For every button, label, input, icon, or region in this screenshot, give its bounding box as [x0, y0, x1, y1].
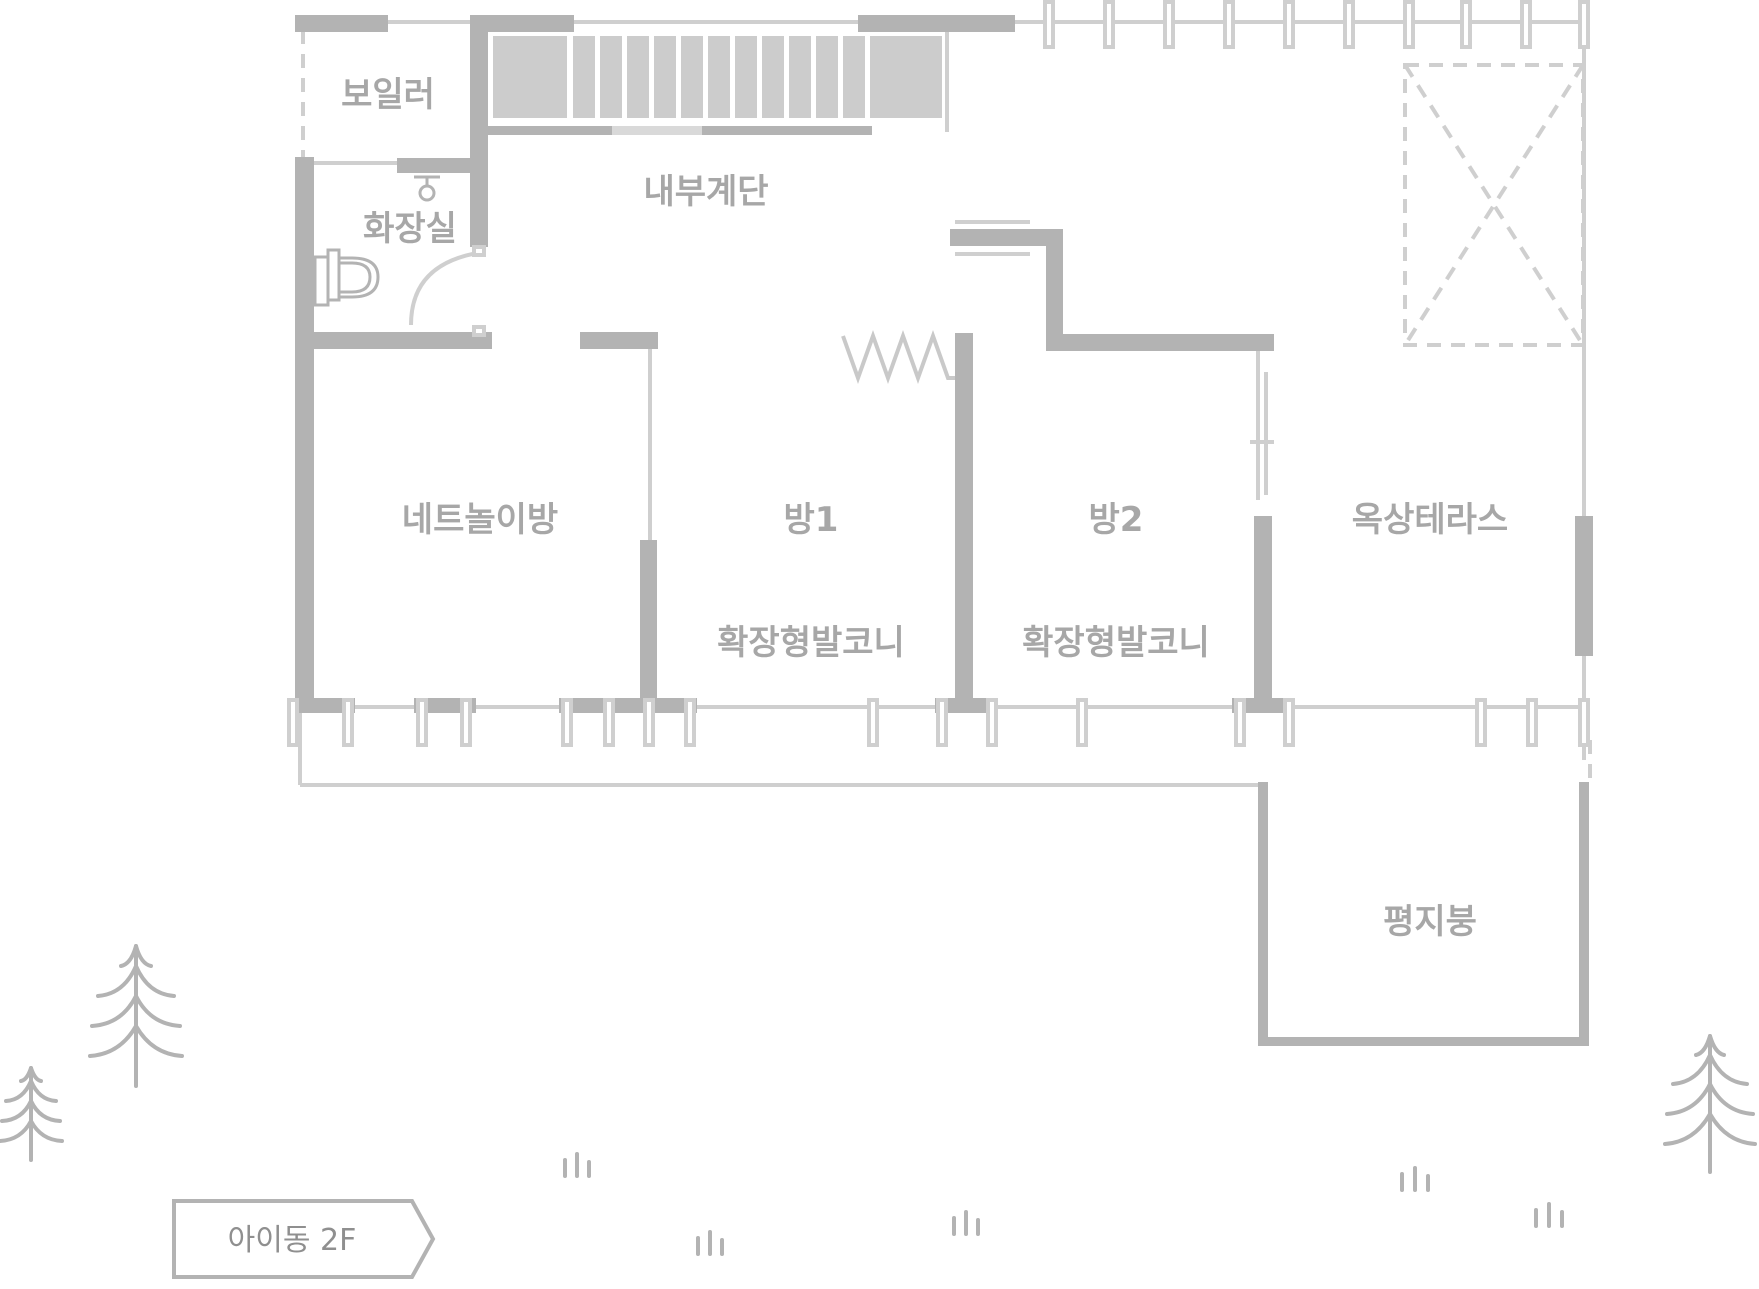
floor-badge-label: 아이동 2F: [228, 1223, 357, 1258]
door-swing-icon: [409, 245, 486, 337]
grass-icon: [563, 1152, 591, 1178]
room-label-bathroom: 화장실: [363, 209, 457, 249]
room-label-balcony2: 확장형발코니: [1022, 623, 1210, 663]
room-label-room2: 방2: [1089, 500, 1144, 540]
outline-lines: [298, 20, 1592, 787]
room-label-boiler: 보일러: [341, 75, 435, 115]
tree-icon: [1663, 1034, 1757, 1174]
room-label-balcony1: 확장형발코니: [717, 623, 905, 663]
grass-icon: [1534, 1202, 1564, 1228]
folding-door-icon: [841, 330, 955, 384]
interior-lines: [648, 220, 1274, 540]
tree-icon: [0, 1066, 64, 1162]
toilet-icon: [313, 248, 380, 307]
room-label-net-playroom: 네트놀이방: [402, 500, 558, 540]
grass-icon: [1400, 1166, 1430, 1192]
walls: [295, 15, 1593, 1046]
sink-icon: [414, 175, 440, 202]
room-label-flat-roof: 평지붕: [1383, 902, 1477, 942]
room-label-inner-stairs: 내부계단: [643, 172, 768, 212]
railing-posts: [287, 0, 1590, 747]
room-label-rooftop-terrace: 옥상테라스: [1352, 500, 1508, 540]
room-labels: 보일러 화장실 내부계단 네트놀이방 방1 방2 확장형발코니 확장형발코니 옥…: [341, 75, 1508, 942]
grass-icon: [952, 1210, 980, 1236]
grass-icon: [696, 1230, 724, 1256]
tree-icon: [88, 944, 184, 1088]
floor-badge: 아이동 2F: [172, 1199, 436, 1279]
room-label-room1: 방1: [784, 500, 839, 540]
void-cross-icon: [1403, 63, 1585, 347]
stairs: [493, 36, 942, 135]
